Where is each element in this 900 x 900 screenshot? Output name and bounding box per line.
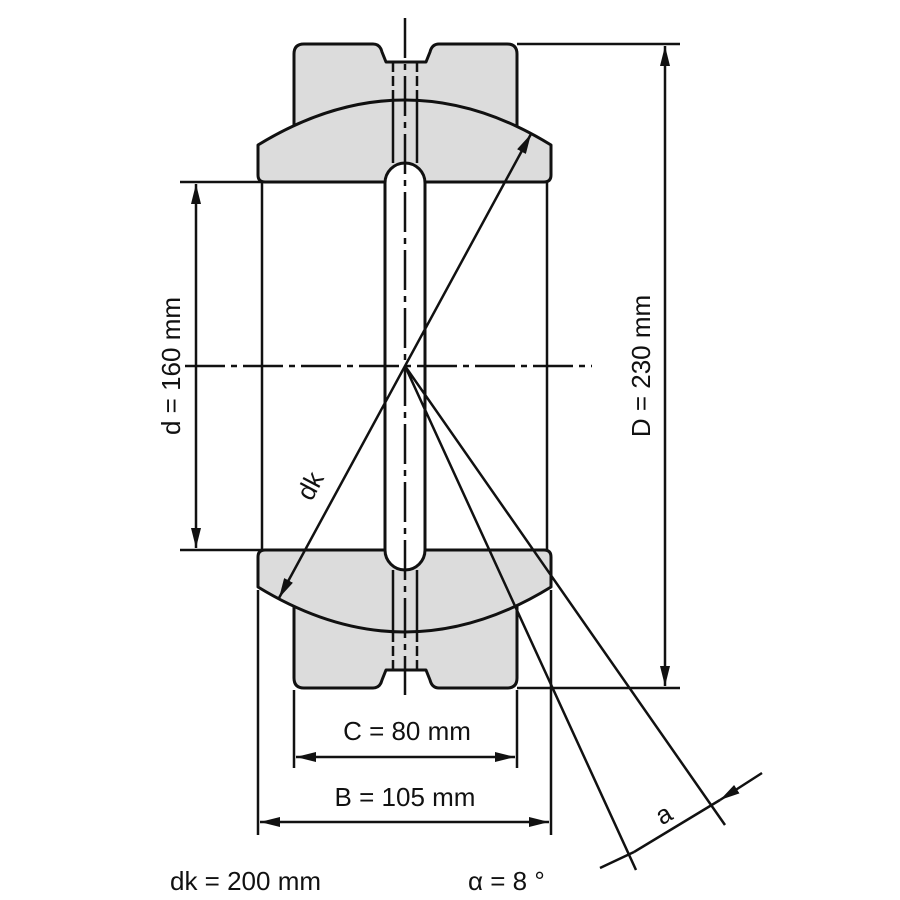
a-dimension-line <box>599 771 763 870</box>
dk-line-label: dk <box>290 466 330 505</box>
angle-lines <box>403 365 727 871</box>
B-label: B = 105 mm <box>335 782 476 812</box>
alpha-value: α = 8 ° <box>468 866 545 896</box>
dk-value: dk = 200 mm <box>170 866 321 896</box>
a-line-label: a <box>650 797 678 830</box>
d-label: d = 160 mm <box>156 297 186 435</box>
C-label: C = 80 mm <box>343 716 471 746</box>
D-label: D = 230 mm <box>626 295 656 437</box>
